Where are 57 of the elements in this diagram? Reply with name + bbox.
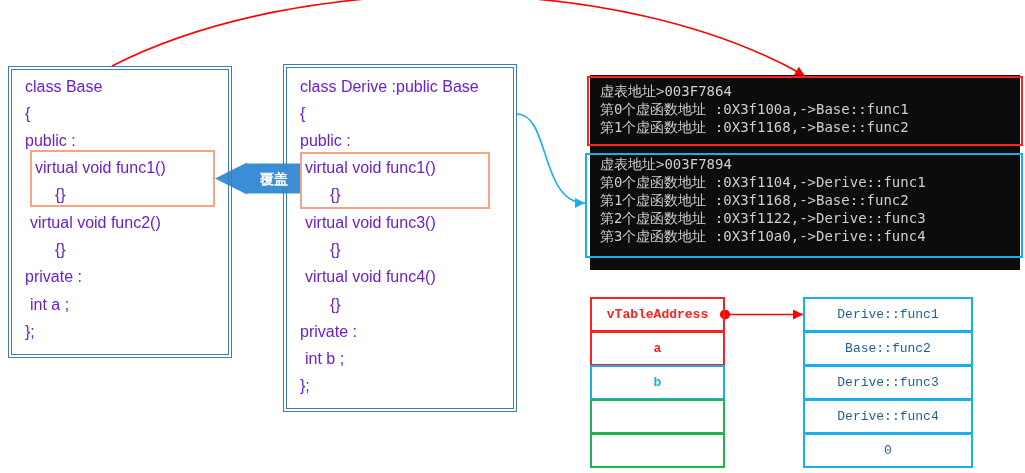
memory-cell	[590, 297, 725, 332]
console-line: 虚表地址>003F7894	[600, 155, 732, 173]
console-line: 第2个虚函数地址 :0X3f1122,->Derive::func3	[600, 209, 926, 227]
vtable-cell	[803, 365, 973, 400]
cell-text: a	[653, 339, 662, 358]
memory-cell	[590, 331, 725, 366]
code-line: {}	[330, 241, 341, 259]
console-line: 虚表地址>003F7864	[600, 82, 732, 100]
console-line: 第0个虚函数地址 :0X3f1104,->Derive::func1	[600, 173, 926, 191]
cell-text: 0	[884, 441, 892, 460]
cell-text: Derive::func4	[837, 407, 939, 426]
cell-text: Base::func2	[845, 339, 931, 358]
code-line: {}	[330, 296, 341, 314]
code-line: {	[25, 105, 31, 123]
vtable-cell	[803, 399, 973, 434]
code-line: class Derive :public Base	[300, 78, 479, 96]
highlight-box	[300, 152, 490, 209]
code-line: };	[25, 323, 35, 341]
cell-text: b	[653, 373, 662, 392]
console-line: 第3个虚函数地址 :0X3f10a0,->Derive::func4	[600, 227, 926, 245]
code-line: virtual void func1()	[305, 159, 436, 177]
code-line: int a ;	[30, 296, 70, 314]
memory-cell	[590, 365, 725, 400]
code-line: public :	[300, 132, 351, 150]
code-line: {}	[55, 241, 66, 259]
code-line: virtual void func2()	[30, 214, 161, 232]
cell-text: vTableAddress	[606, 305, 709, 324]
curved-arrow	[516, 113, 586, 207]
console-line: 第1个虚函数地址 :0X3f1168,->Base::func2	[600, 191, 909, 209]
code-line: };	[300, 377, 310, 395]
code-line: class Base	[25, 78, 103, 96]
vtable-cell	[803, 433, 973, 468]
vtable-cell	[803, 297, 973, 332]
code-line: {}	[55, 186, 66, 204]
class-box	[8, 66, 232, 358]
curved-arrow	[111, 0, 806, 77]
arrow	[720, 309, 804, 320]
code-line: private :	[25, 268, 82, 286]
code-line: virtual void func4()	[305, 268, 436, 286]
vtable-cell	[803, 331, 973, 366]
code-line: int b ;	[305, 350, 345, 368]
vtable-output-box	[585, 153, 1023, 258]
vtable-output-box	[587, 76, 1023, 146]
cell-text: Derive::func3	[837, 373, 939, 392]
code-line: virtual void func1()	[35, 159, 166, 177]
code-line: {	[300, 105, 306, 123]
code-line: private :	[300, 323, 357, 341]
code-line: public :	[25, 132, 76, 150]
code-line: {}	[330, 186, 341, 204]
memory-cell	[590, 433, 725, 468]
console-line: 第1个虚函数地址 :0X3f1168,->Base::func2	[600, 118, 909, 136]
block-arrow	[215, 162, 300, 195]
cell-text: Derive::func1	[837, 305, 939, 324]
code-line: virtual void func3()	[305, 214, 436, 232]
console-line: 第0个虚函数地址 :0X3f100a,->Base::func1	[600, 100, 909, 118]
highlight-box	[30, 150, 215, 207]
memory-cell	[590, 399, 725, 434]
